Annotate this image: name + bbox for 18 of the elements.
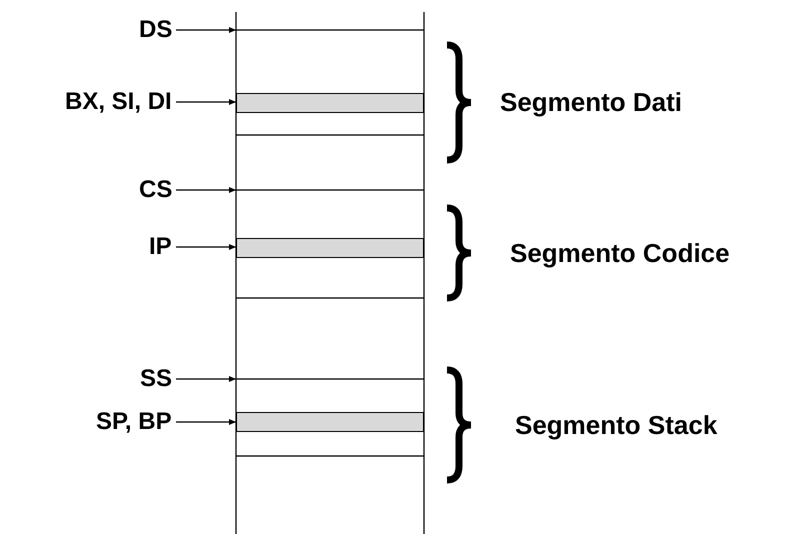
memory-cell — [236, 238, 424, 258]
arrow — [176, 27, 236, 33]
segment-label: Segmento Stack — [515, 410, 718, 440]
register-label: CS — [139, 176, 172, 204]
register-label: SP, BP — [96, 408, 172, 436]
segment-label: Segmento Dati — [500, 87, 682, 118]
memory-cell — [236, 93, 424, 113]
register-label: BX, SI, DI — [65, 88, 172, 116]
arrow — [176, 419, 236, 425]
arrow — [176, 187, 236, 193]
register-label: SS — [140, 365, 172, 393]
memory-cell — [236, 412, 424, 432]
register-label: IP — [149, 233, 172, 261]
arrow — [176, 99, 236, 105]
arrow — [176, 244, 236, 250]
segment-label: Segmento Codice — [510, 238, 730, 268]
arrow — [176, 376, 236, 382]
register-label: DS — [139, 16, 172, 44]
